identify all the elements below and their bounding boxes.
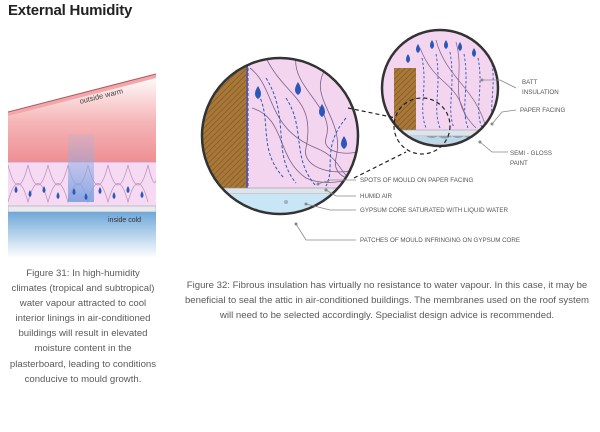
inside-cold-label: inside cold [108, 217, 141, 224]
figure-31-illustration: outside warm inside cold [7, 30, 157, 258]
callout-semi-gloss-1: SEMI - GLOSS [510, 150, 552, 157]
figure-32-illustration: BATT INSULATION PAPER FACING SEMI - GLOS… [196, 28, 600, 258]
callout-paper-facing: PAPER FACING [520, 107, 565, 114]
water-droplet-icon [255, 82, 347, 149]
water-droplet-icon [406, 40, 476, 63]
callout-humid-air: HUMID AIR [360, 193, 393, 200]
callout-patches-mould: PATCHES OF MOULD INFRINGING ON GYPSUM CO… [360, 237, 520, 244]
callout-semi-gloss-2: PAINT [510, 160, 528, 167]
figure-31-caption: Figure 31: In high-humidity climates (tr… [9, 268, 157, 385]
callout-spots-mould: SPOTS OF MOULD ON PAPER FACING [360, 177, 474, 184]
callout-gypsum-core: GYPSUM CORE SATURATED WITH LIQUID WATER [360, 207, 508, 214]
figure-32-caption: Figure 32: Fibrous insulation has virtua… [184, 280, 590, 322]
water-droplet-icon [14, 186, 144, 200]
page-heading: External Humidity [8, 2, 133, 19]
callout-batt-insulation-2: INSULATION [522, 89, 559, 96]
callout-batt-insulation-1: BATT [522, 79, 538, 86]
